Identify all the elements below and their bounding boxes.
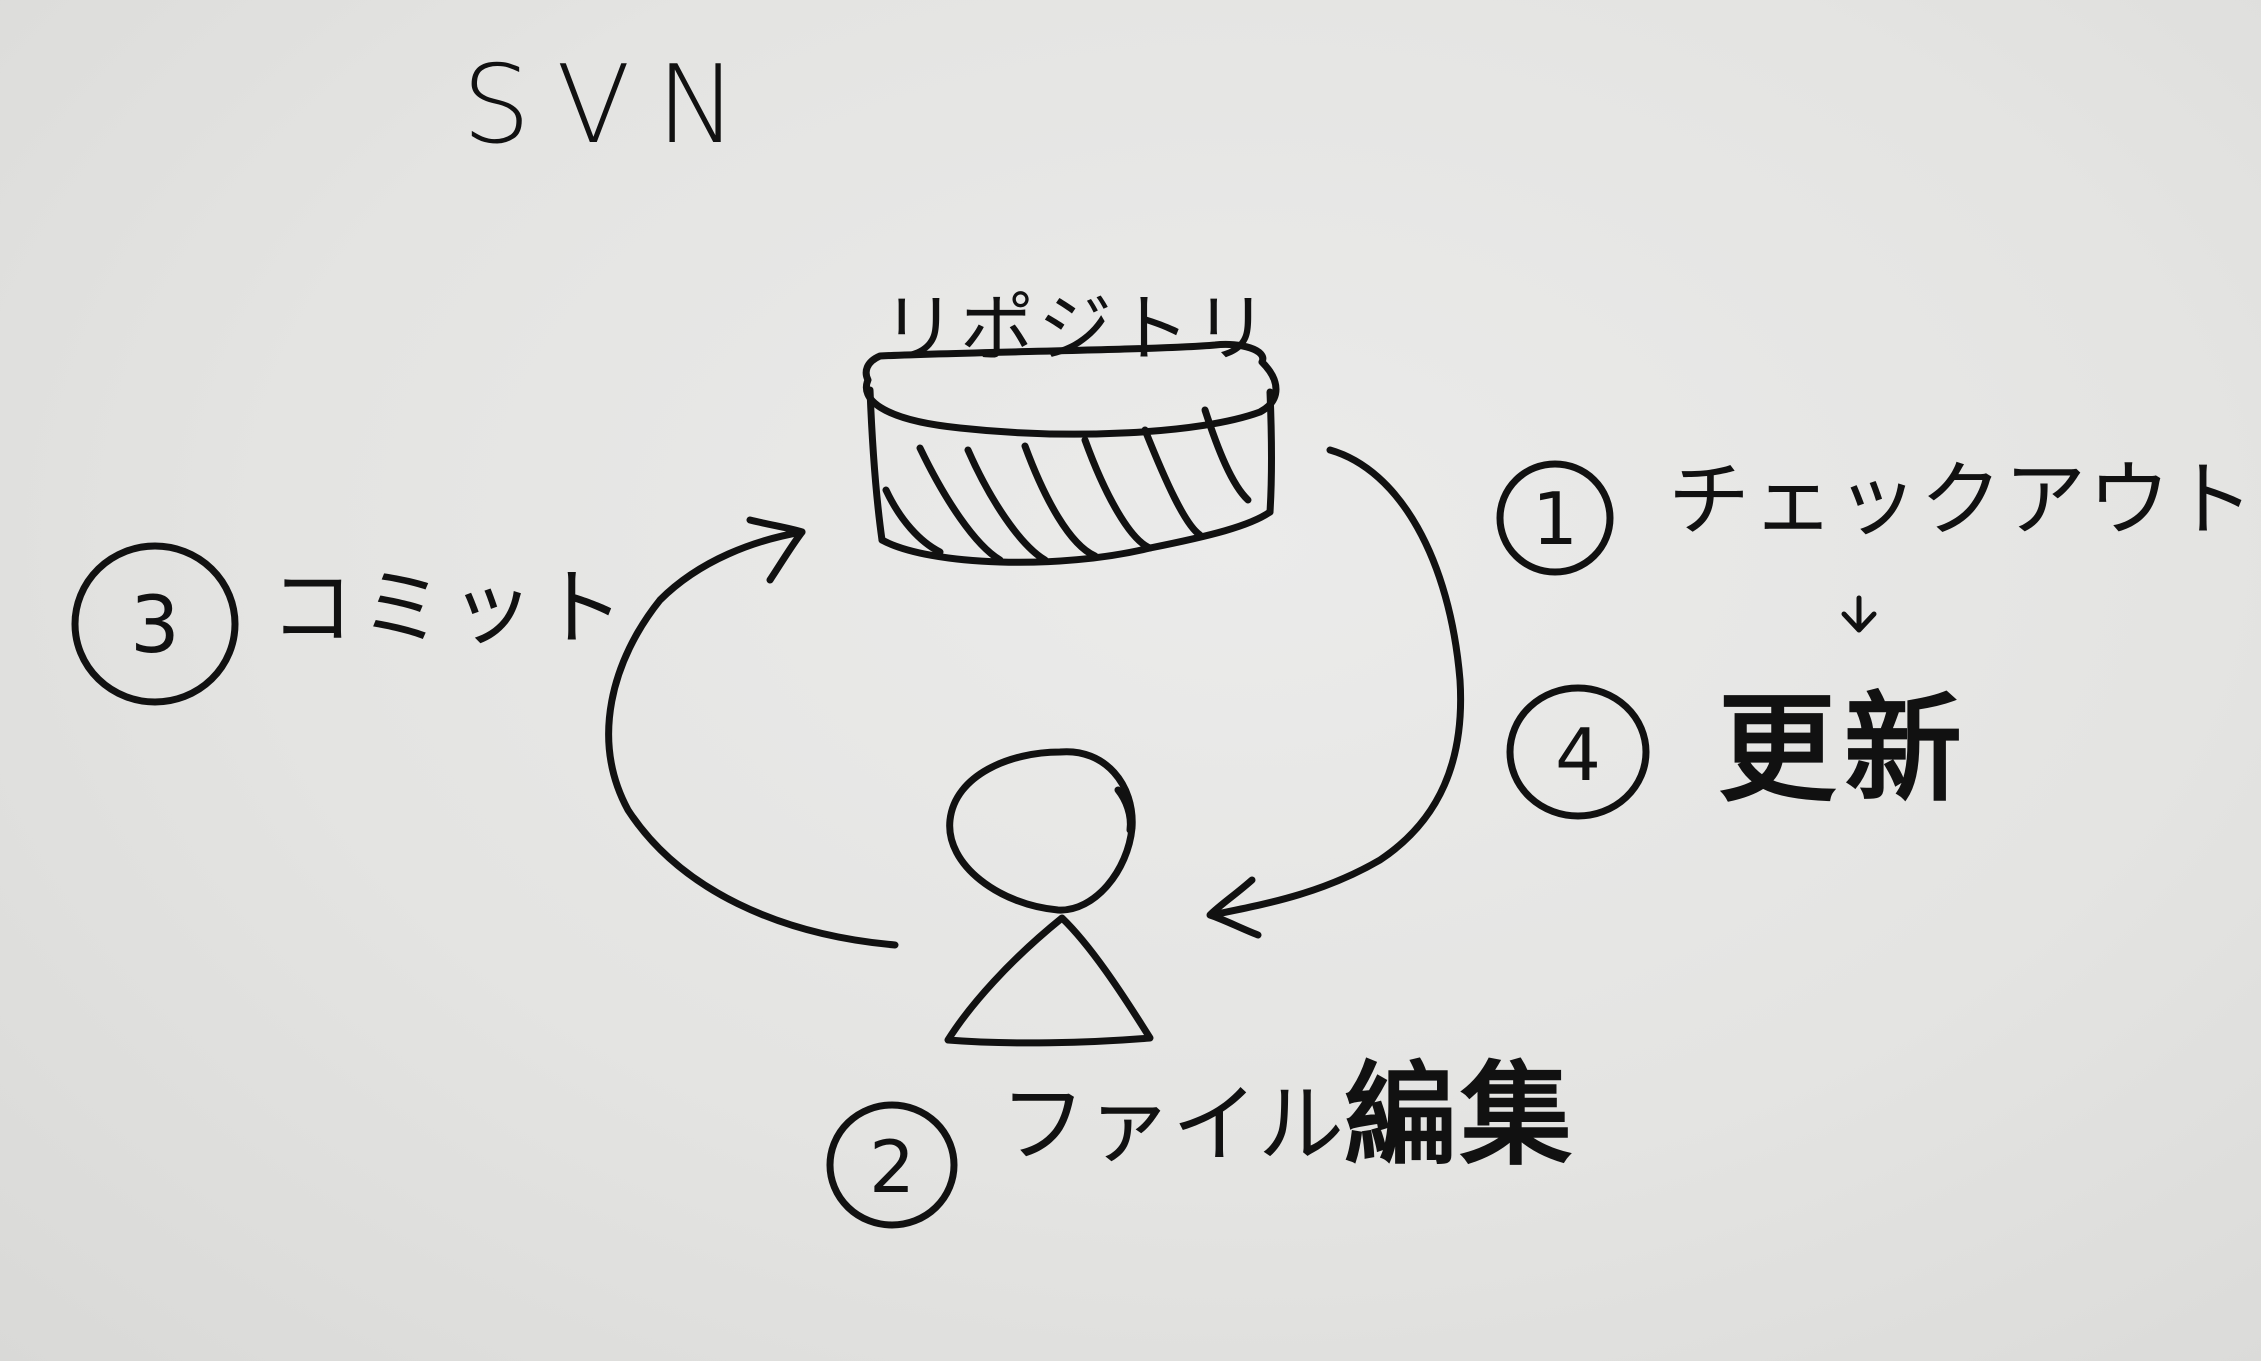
step-1-label: チェックアウト bbox=[1668, 453, 2257, 548]
person-icon bbox=[944, 748, 1154, 1047]
step-1-circle: 1 bbox=[1496, 460, 1614, 576]
commit-arrow-icon bbox=[605, 516, 899, 949]
step-2-label: ファイル編集 bbox=[1000, 1060, 1576, 1172]
step-3-number: 3 bbox=[130, 581, 180, 671]
step-2-number: 2 bbox=[869, 1125, 915, 1209]
step-2-circle: 2 bbox=[826, 1101, 958, 1229]
step-4-number: 4 bbox=[1555, 713, 1601, 797]
step-3-circle: 3 bbox=[71, 542, 239, 706]
step-1-number: 1 bbox=[1532, 477, 1578, 561]
diagram-title: SVN bbox=[462, 43, 764, 168]
checkout-arrow-icon bbox=[1206, 446, 1465, 939]
step-4-circle: 4 bbox=[1506, 684, 1650, 820]
repository-cylinder-icon bbox=[862, 340, 1280, 566]
step-3-label: コミット bbox=[270, 559, 631, 657]
step-2-label-kanji: 編集 bbox=[1344, 1051, 1576, 1181]
step-4-label: 更新 bbox=[1718, 680, 1971, 818]
sequence-arrow-down-icon bbox=[1841, 595, 1877, 633]
repository-label: リポジトリ bbox=[882, 286, 1272, 372]
step-2-label-kana: ファイル bbox=[1000, 1075, 1344, 1175]
